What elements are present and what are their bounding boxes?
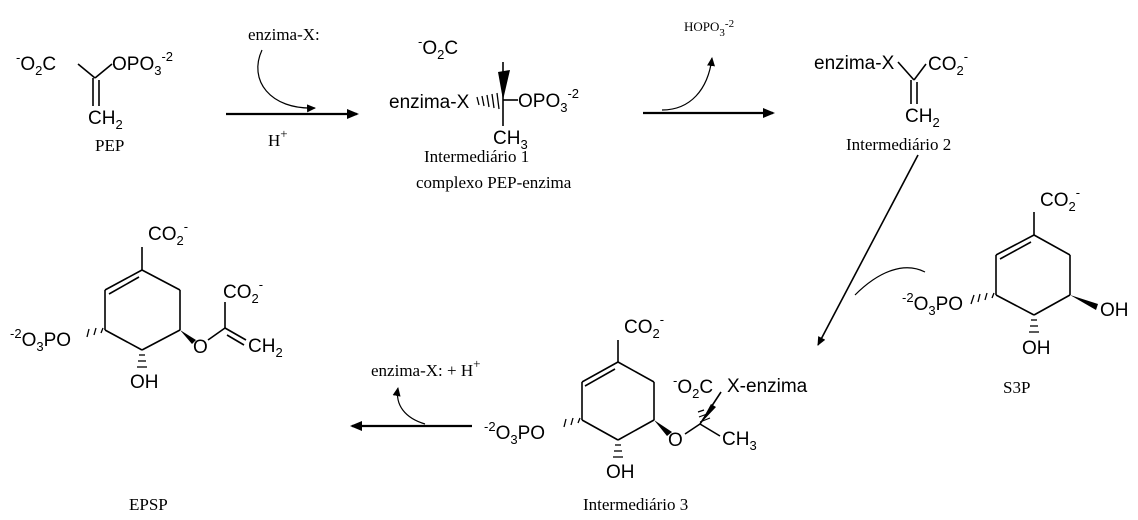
intermediate-2-label: Intermediário 2 — [846, 135, 951, 154]
svg-text:CO2-: CO2- — [148, 219, 188, 248]
arrow-step-4: enzima-X: + H+ — [350, 356, 480, 431]
intermediate-2-structure: enzima-X CO2- CH2 Intermediário 2 — [814, 49, 968, 154]
svg-text:OH: OH — [1022, 338, 1051, 359]
svg-text:OPO3-2: OPO3-2 — [518, 86, 579, 115]
arrow-step-1: enzima-X: H+ — [226, 25, 359, 150]
intermediate-1-title: Intermediário 1 — [424, 147, 529, 166]
intermediate-3-structure: CO2- -2O3PO OH O -O2C — [484, 312, 808, 514]
svg-text:O: O — [193, 337, 208, 358]
svg-text:CO2-: CO2- — [928, 49, 968, 78]
svg-text:-O2C: -O2C — [16, 50, 56, 78]
intermediate-3-label: Intermediário 3 — [583, 495, 688, 514]
svg-text:X-enzima: X-enzima — [727, 376, 808, 397]
svg-text:CO2-: CO2- — [624, 312, 664, 341]
pep-structure: -O2C OPO3-2 CH2 PEP — [16, 49, 173, 155]
svg-text:CO2-: CO2- — [223, 277, 263, 306]
svg-text:-2O3PO: -2O3PO — [484, 419, 545, 447]
svg-text:CO2-: CO2- — [1040, 185, 1080, 214]
svg-text:OH: OH — [130, 372, 159, 393]
arrow-step-3 — [817, 154, 926, 346]
enzyme-release-label: enzima-X: + H+ — [371, 356, 480, 380]
svg-text:O: O — [668, 430, 683, 451]
h-plus-label: H+ — [268, 126, 288, 150]
intermediate-1-structure: -O2C enzima-X OPO3-2 CH3 Intermediário 1… — [389, 34, 579, 192]
svg-text:-O2C: -O2C — [418, 34, 458, 62]
svg-text:enzima-X: enzima-X — [389, 92, 470, 113]
s3p-structure: CO2- -2O3PO OH OH S3P — [902, 185, 1129, 397]
svg-text:CH2: CH2 — [88, 108, 123, 132]
svg-text:enzima-X: enzima-X — [814, 53, 895, 74]
svg-text:CH3: CH3 — [493, 128, 528, 152]
arrow-step-2: HOPO3-2 — [643, 18, 775, 118]
svg-text:-2O3PO: -2O3PO — [902, 290, 963, 318]
s3p-label: S3P — [1003, 378, 1030, 397]
epsp-label: EPSP — [129, 495, 168, 514]
hopo3-label: HOPO3-2 — [684, 18, 734, 39]
svg-text:-2O3PO: -2O3PO — [10, 326, 71, 354]
svg-text:OH: OH — [606, 462, 635, 483]
pep-label: PEP — [95, 136, 124, 155]
svg-text:CH3: CH3 — [722, 429, 757, 453]
svg-text:OH: OH — [1100, 300, 1129, 321]
svg-text:CH2: CH2 — [905, 106, 940, 130]
enzyme-x-label: enzima-X: — [248, 25, 320, 44]
svg-text:-O2C: -O2C — [673, 373, 713, 401]
intermediate-1-subtitle: complexo PEP-enzima — [416, 173, 572, 192]
bond — [94, 63, 113, 79]
svg-text:OPO3-2: OPO3-2 — [112, 49, 173, 78]
epsp-structure: CO2- -2O3PO OH O CO2- — [10, 219, 283, 514]
svg-text:CH2: CH2 — [248, 336, 283, 360]
bond — [77, 63, 96, 79]
